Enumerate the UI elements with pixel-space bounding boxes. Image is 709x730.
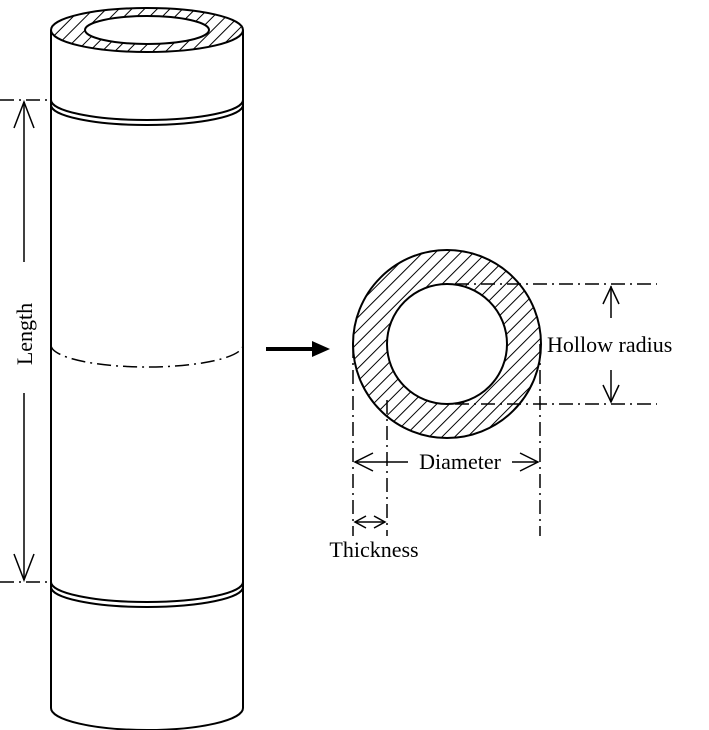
thickness-arrow-left-icon <box>353 515 367 529</box>
length-label: Length <box>12 303 37 365</box>
thickness-dimension: Thickness <box>329 400 419 562</box>
cylinder-lower-band <box>50 581 244 608</box>
diameter-arrow-right-icon <box>519 452 540 472</box>
thickness-arrow-right-icon <box>373 515 387 529</box>
cylinder-top-face <box>40 0 254 60</box>
cylinder-bottom-rim <box>50 707 244 730</box>
hollow-radius-arrow-down-icon <box>602 384 620 404</box>
right-arrow-icon <box>266 341 330 357</box>
diameter-dimension: Diameter <box>352 344 541 536</box>
hollow-radius-dimension: Hollow radius <box>455 283 672 405</box>
cross-section <box>350 248 546 444</box>
hollow-radius-arrow-up-icon <box>602 285 620 305</box>
length-arrow-down-icon <box>13 553 35 583</box>
inner-circle <box>386 283 508 405</box>
diameter-arrow-left-icon <box>353 452 374 472</box>
length-arrow-up-icon <box>13 99 35 129</box>
thickness-label: Thickness <box>329 537 418 562</box>
cylinder <box>40 0 254 730</box>
length-dimension: Length <box>0 99 51 583</box>
diameter-label: Diameter <box>419 449 502 474</box>
hollow-radius-label: Hollow radius <box>547 332 672 357</box>
cylinder-middle-section-line <box>50 344 244 368</box>
cylinder-upper-band <box>50 99 244 126</box>
